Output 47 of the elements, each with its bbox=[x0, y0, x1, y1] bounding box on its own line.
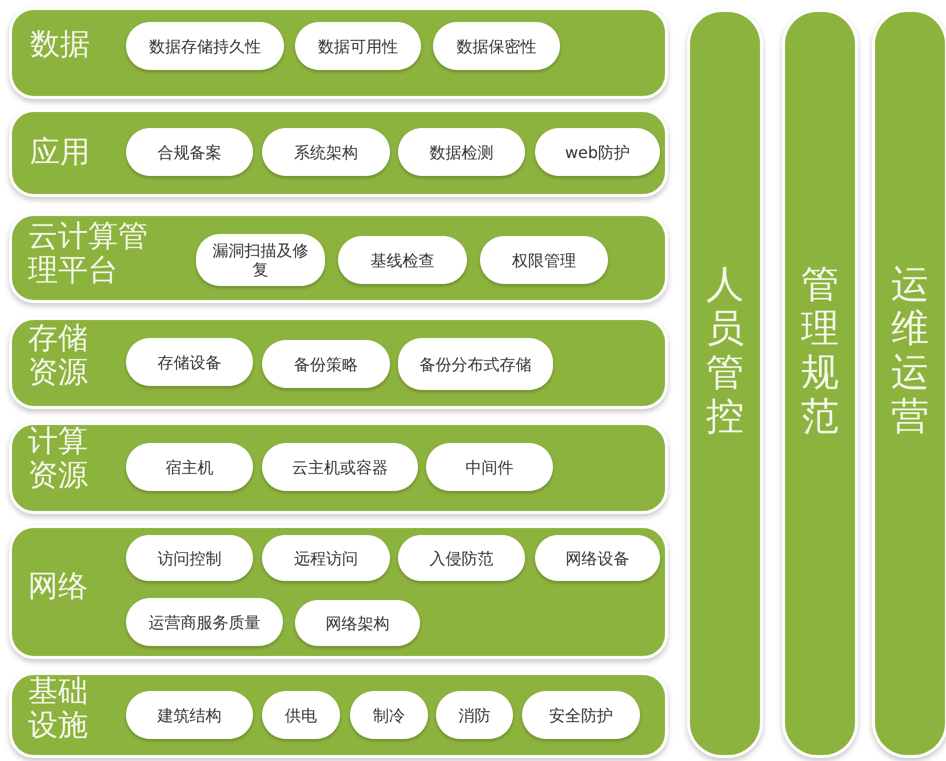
vertical-column bbox=[875, 12, 945, 755]
layer-band bbox=[12, 320, 665, 406]
item-pill: 备份分布式存储 bbox=[398, 338, 553, 390]
item-pill: web防护 bbox=[535, 128, 660, 176]
layer-band bbox=[12, 425, 665, 511]
item-pill: 数据保密性 bbox=[433, 22, 560, 70]
item-pill: 供电 bbox=[262, 691, 340, 739]
layer-band bbox=[12, 528, 665, 656]
item-pill: 安全防护 bbox=[522, 691, 640, 739]
item-pill: 建筑结构 bbox=[126, 691, 253, 739]
band-heading: 网络 bbox=[28, 570, 89, 604]
item-pill: 基线检查 bbox=[338, 236, 467, 284]
item-pill: 中间件 bbox=[426, 443, 553, 491]
column-heading: 运维运营 bbox=[890, 262, 930, 438]
vertical-column bbox=[785, 12, 855, 755]
item-pill: 数据检测 bbox=[398, 128, 525, 176]
vertical-column bbox=[690, 12, 760, 755]
column-heading: 管理规范 bbox=[800, 262, 840, 438]
item-pill: 数据可用性 bbox=[295, 22, 421, 70]
layer-band bbox=[12, 675, 665, 755]
layer-band bbox=[12, 112, 665, 194]
layer-band bbox=[12, 10, 665, 96]
column-heading: 人员管控 bbox=[705, 262, 745, 438]
layer-band bbox=[12, 216, 665, 300]
item-pill: 消防 bbox=[436, 691, 513, 739]
band-heading: 计算资源 bbox=[28, 425, 89, 493]
item-pill: 入侵防范 bbox=[398, 535, 525, 581]
item-pill: 漏洞扫描及修复 bbox=[196, 234, 325, 286]
item-pill: 制冷 bbox=[350, 691, 428, 739]
item-pill: 权限管理 bbox=[480, 236, 608, 284]
band-heading: 应用 bbox=[30, 136, 91, 170]
item-pill: 数据存储持久性 bbox=[126, 22, 284, 70]
item-pill: 访问控制 bbox=[126, 535, 253, 581]
item-pill: 运营商服务质量 bbox=[126, 598, 283, 646]
item-pill: 网络设备 bbox=[535, 535, 660, 581]
band-heading: 云计算管理平台 bbox=[28, 220, 149, 288]
item-pill: 宿主机 bbox=[126, 443, 253, 491]
band-heading: 基础设施 bbox=[28, 675, 89, 743]
band-heading: 数据 bbox=[30, 28, 91, 62]
band-heading: 存储资源 bbox=[28, 322, 89, 390]
item-pill: 备份策略 bbox=[262, 340, 390, 388]
item-pill: 合规备案 bbox=[126, 128, 253, 176]
item-pill: 系统架构 bbox=[262, 128, 390, 176]
item-pill: 存储设备 bbox=[126, 338, 253, 386]
item-pill: 云主机或容器 bbox=[262, 443, 418, 491]
item-pill: 网络架构 bbox=[295, 600, 420, 646]
item-pill: 远程访问 bbox=[262, 535, 390, 581]
